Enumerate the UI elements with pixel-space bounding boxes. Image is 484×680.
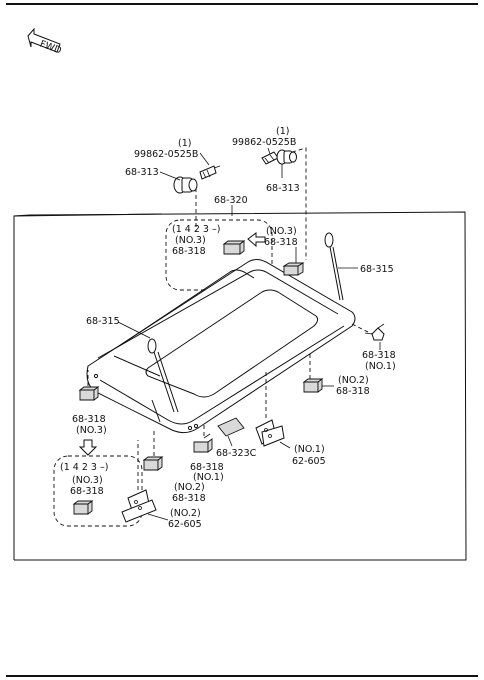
no1-right-no: (NO.1) <box>365 361 396 372</box>
no2-bottom-no: (NO.2) <box>174 482 205 493</box>
detail-box-top <box>165 219 273 291</box>
strap-left-label: 68-315 <box>86 316 120 327</box>
detail-bottom-sequence: (1 4 2 3 –) <box>60 462 108 473</box>
dash-no1-right <box>351 323 373 335</box>
clip-no2-right-icon <box>302 378 324 393</box>
cover-label: 68-323C <box>216 448 257 459</box>
bolt-right-qty: (1) <box>276 126 289 137</box>
no3-top-pn: 68-318 <box>264 237 298 248</box>
dash-grommet-right <box>291 147 307 260</box>
no3-left-pn: 68-318 <box>72 414 106 425</box>
leader-hinge-left <box>147 513 169 521</box>
leader-bolt-left <box>199 152 210 166</box>
bolt-left-icon <box>199 165 221 180</box>
leader-hinge-right <box>279 441 291 449</box>
leader-bolt-right <box>267 147 271 155</box>
clip-no3-detail-top-icon <box>222 240 246 255</box>
detail-bottom-pn: 68-318 <box>70 486 104 497</box>
no3-top-no: (NO.3) <box>266 226 297 237</box>
fwd-arrow-icon: FWD <box>27 27 63 57</box>
detail-top-pn: 68-318 <box>172 246 206 257</box>
clip-no3-left-icon <box>78 386 100 401</box>
grommet-left-label: 68-313 <box>125 167 159 178</box>
no1-bottom-pn: 68-318 <box>190 462 224 473</box>
detail-top-sequence: (1 4 2 3 –) <box>172 224 220 235</box>
strap-right-label: 68-315 <box>360 264 394 275</box>
fwd-label: FWD <box>38 39 63 57</box>
clip-no3-top-icon <box>282 262 305 276</box>
hinge-right-icon <box>255 419 285 447</box>
no2-bottom-pn: 68-318 <box>172 493 206 504</box>
clip-no3-detail-bottom-icon <box>72 500 94 515</box>
bolt-left-pn: 99862-0525B <box>134 149 198 160</box>
hinge-right-no: (NO.1) <box>294 444 325 455</box>
rear-board-icon <box>86 259 356 434</box>
bolt-right-pn: 99862-0525B <box>232 137 296 148</box>
detail-box-bottom <box>53 455 143 527</box>
grommet-right-label: 68-313 <box>266 183 300 194</box>
hinge-left-icon <box>121 489 157 523</box>
clip-no1-bottom-icon <box>193 433 213 453</box>
hinge-left-no: (NO.2) <box>170 508 201 519</box>
detail-arrow-icon <box>247 232 266 248</box>
hinge-left-pn: 62-605 <box>168 519 202 530</box>
cover-icon <box>217 417 245 437</box>
clip-no1-right-icon <box>364 323 385 341</box>
clip-no2-bottom-icon <box>142 456 164 471</box>
no2-right-pn: 68-318 <box>336 386 370 397</box>
assembly-outline-top <box>13 213 163 217</box>
hinge-right-pn: 62-605 <box>292 456 326 467</box>
detail-bottom-no: (NO.3) <box>72 475 103 486</box>
grommet-right-icon <box>276 149 297 165</box>
leader-grommet-left <box>159 171 181 181</box>
board-label: 68-320 <box>214 195 248 206</box>
no3-left-no: (NO.3) <box>76 425 107 436</box>
leader-cover <box>227 435 233 447</box>
strap-left-icon <box>147 338 179 413</box>
assembly-outline <box>13 211 467 561</box>
strap-right-icon <box>324 232 344 301</box>
no1-right-pn: 68-318 <box>362 350 396 361</box>
detail-top-no: (NO.3) <box>175 235 206 246</box>
bolt-left-qty: (1) <box>178 138 191 149</box>
no1-bottom-no: (NO.1) <box>193 472 224 483</box>
no2-right-no: (NO.2) <box>338 375 369 386</box>
leader-strap-left <box>117 321 151 339</box>
grommet-left-icon <box>173 176 198 194</box>
down-arrow-icon <box>78 439 98 456</box>
